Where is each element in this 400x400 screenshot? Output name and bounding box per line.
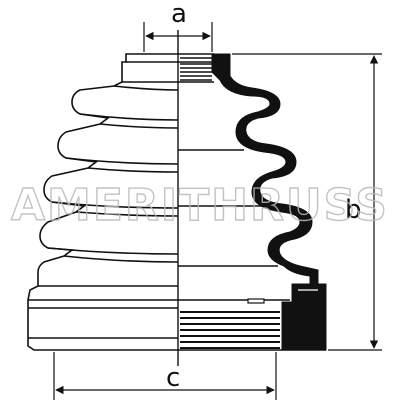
- boot-outer-view: [27, 53, 179, 351]
- dimension-b-label: b: [345, 195, 362, 225]
- boot-section-view: [178, 53, 327, 351]
- small-end-hatch: [180, 57, 212, 81]
- watermark-text: AMERITHRUSS: [11, 180, 389, 231]
- large-end-hatch: [180, 311, 280, 349]
- dimension-a: a: [143, 0, 213, 52]
- bellows-wall-section: [211, 53, 319, 285]
- dimension-b: b: [232, 53, 382, 351]
- large-end-section: [281, 283, 327, 351]
- dimension-c: c: [53, 352, 277, 400]
- dimension-a-label: a: [171, 0, 187, 29]
- dimension-c-label: c: [166, 363, 180, 393]
